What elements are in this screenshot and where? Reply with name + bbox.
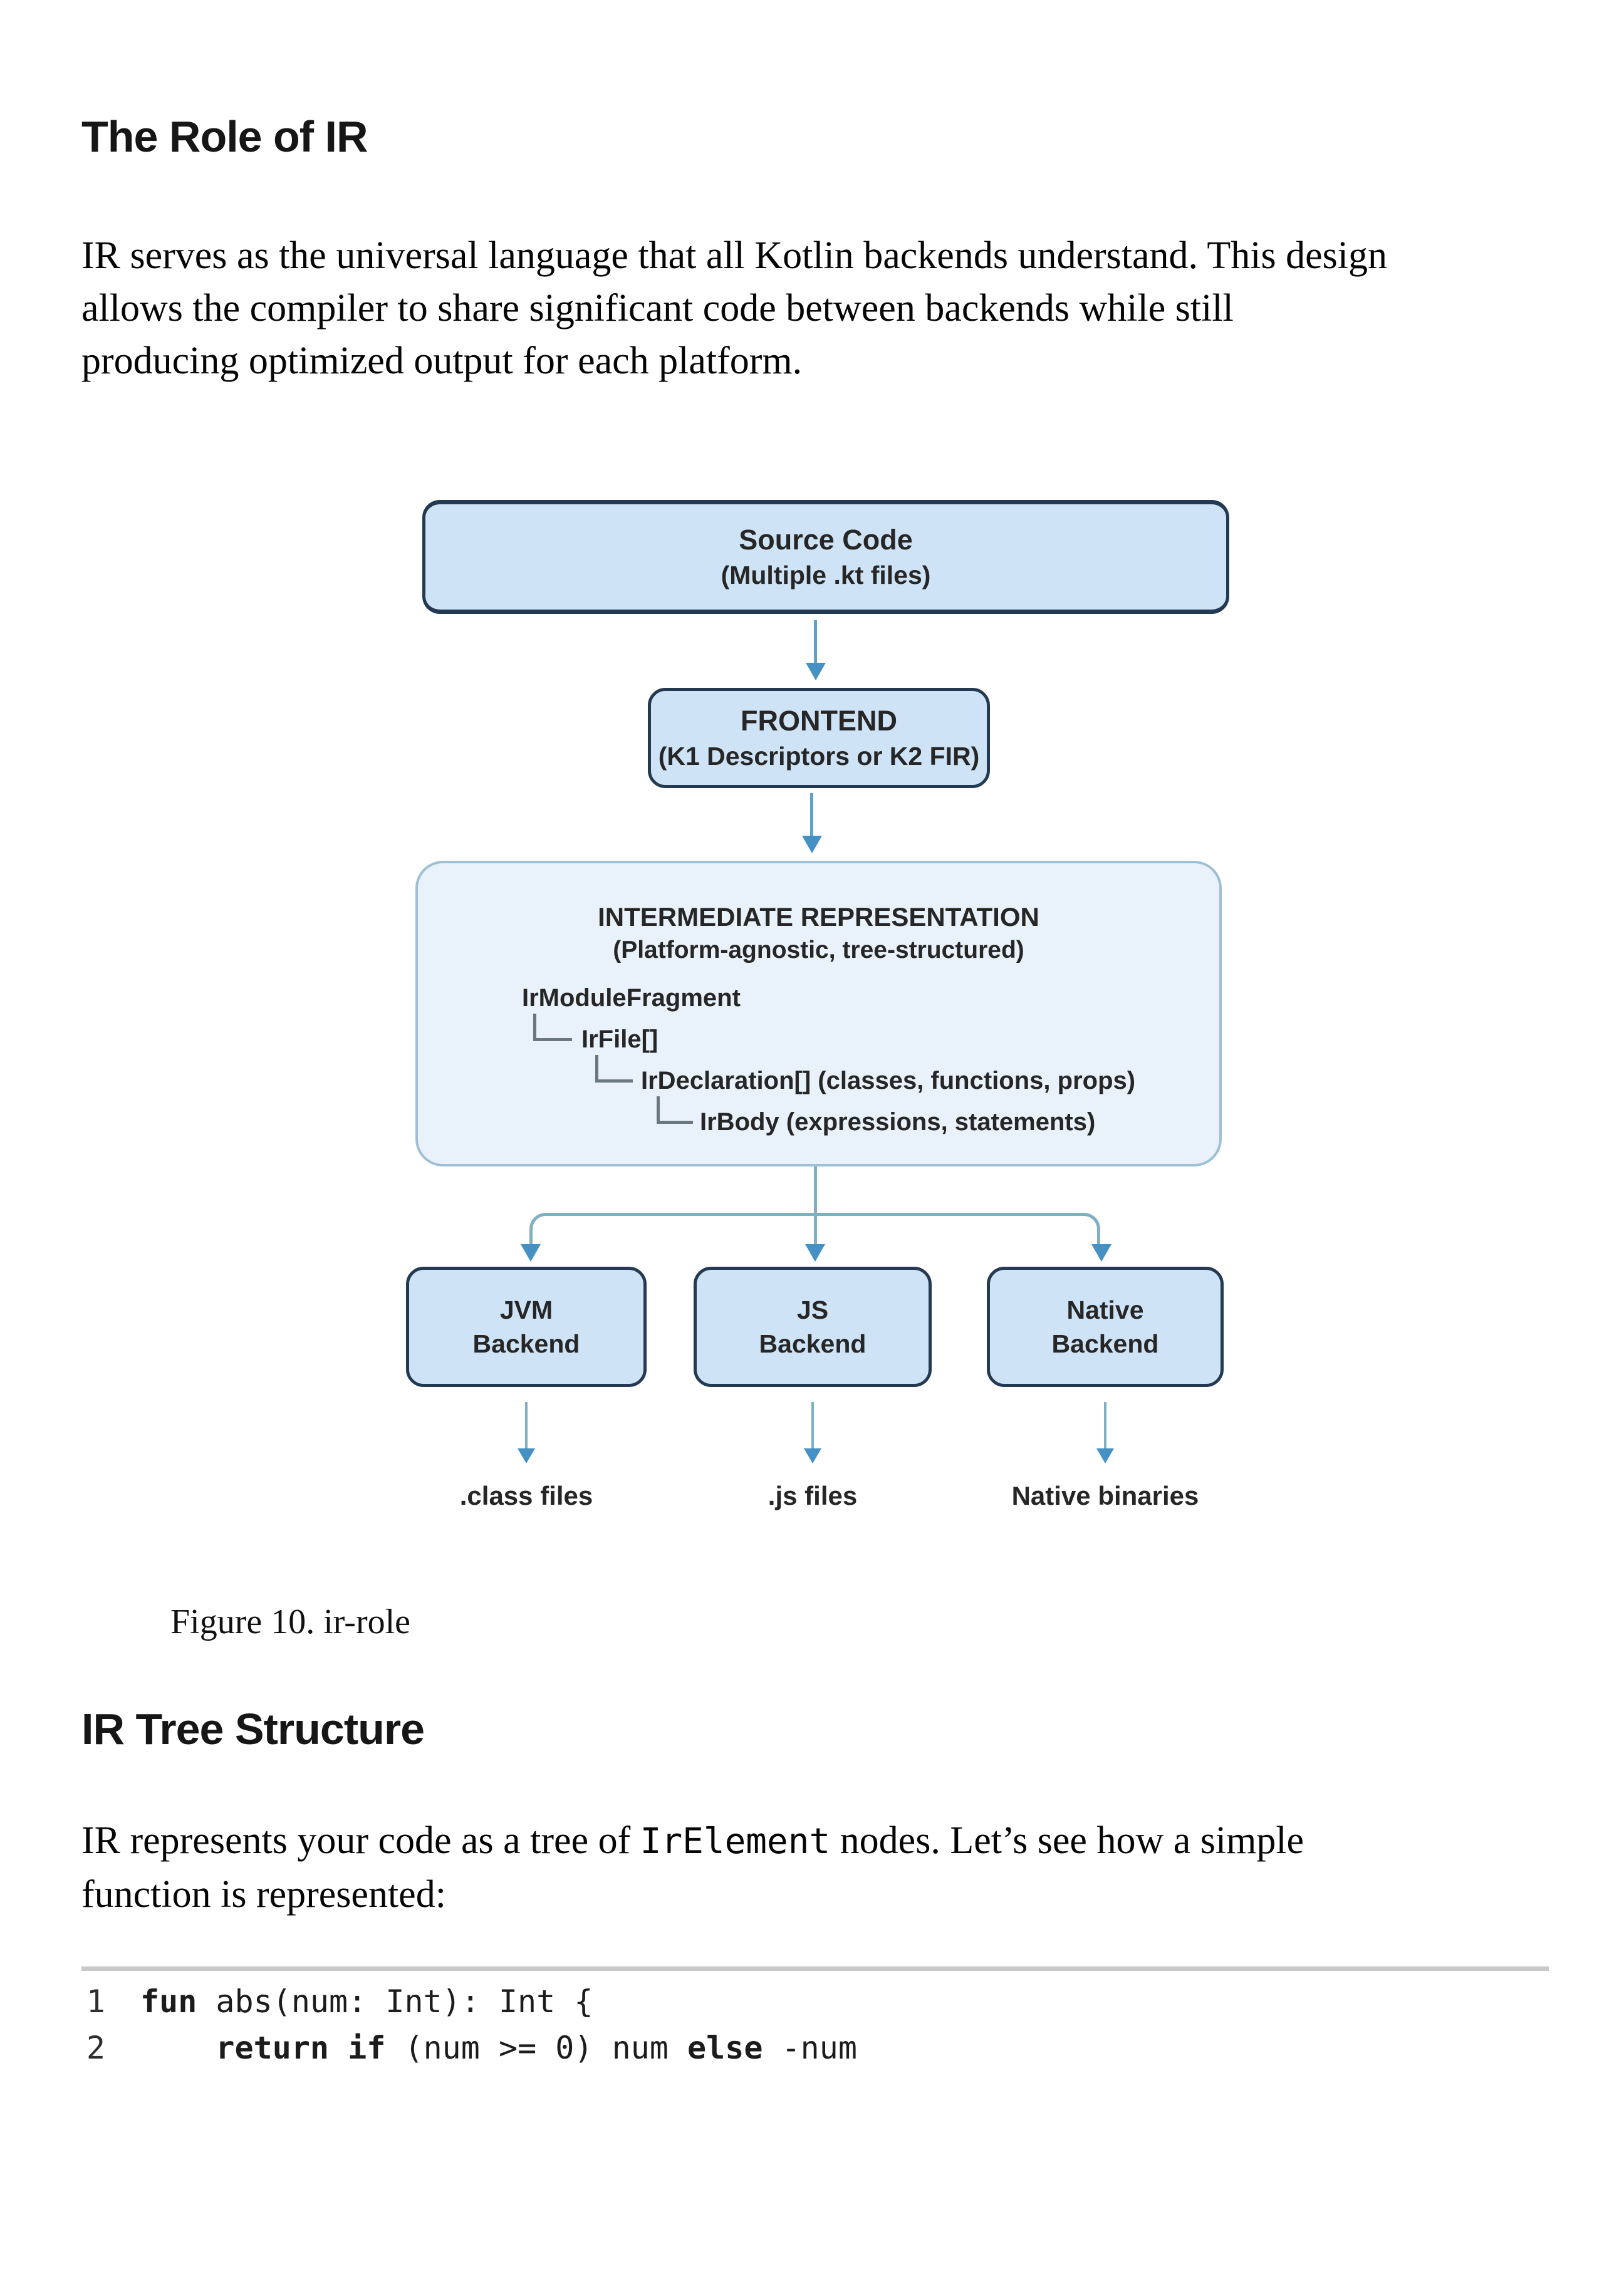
arrow-down-icon [518,1448,535,1463]
source-code-box-title: Source Code [739,524,913,556]
native-backend-box: Native Backend [987,1267,1224,1387]
output-label-js-files: .js files [768,1481,858,1510]
output-label-native-binaries: Native binaries [1011,1481,1199,1510]
figure-caption: Figure 10. ir-role [170,1603,411,1641]
native-backend-line2: Backend [1051,1329,1159,1358]
code-line: 1 fun abs(num: Int): Int { [81,1978,857,2025]
output-label-class-files: .class files [459,1481,593,1510]
frontend-box-title: FRONTEND [741,705,897,737]
line-number: 2 [86,2030,105,2066]
js-backend-box: JS Backend [694,1267,932,1387]
tree-connector-line [657,1096,693,1124]
ir-tree-node-module-fragment: IrModuleFragment [522,984,741,1012]
arrow-down-icon [1096,1448,1114,1463]
ir-flow-diagram: Source Code (Multiple .kt files) FRONTEN… [406,500,1229,1510]
js-backend-line1: JS [796,1296,829,1324]
arrow-down-icon [1091,1244,1111,1262]
ir-box-title: INTERMEDIATE REPRESENTATION [598,902,1039,932]
inline-code-irelement: IrElement [640,1821,831,1862]
arrow-down-icon [805,1244,825,1262]
ir-tree-node-declaration: IrDeclaration[] (classes, functions, pro… [641,1067,1136,1094]
code-line: 2 return if (num >= 0) num else -num [81,2025,857,2071]
arrow-jvm-to-output [525,1402,528,1450]
frontend-box-subtitle: (K1 Descriptors or K2 FIR) [658,742,980,771]
line-number: 1 [86,1983,105,2020]
intro-paragraph-line2: allows the compiler to share significant… [81,287,1234,330]
ir-tree-paragraph-pre: IR represents your code as a tree of [81,1819,640,1862]
ir-tree-paragraph-post2: function is represented: [81,1873,446,1916]
arrow-native-to-output [1104,1402,1106,1450]
js-backend-line2: Backend [759,1329,867,1358]
ir-tree-node-body: IrBody (expressions, statements) [700,1108,1096,1136]
arrow-frontend-to-ir [810,793,813,838]
ir-box-subtitle: (Platform-agnostic, tree-structured) [613,937,1024,964]
arrow-down-icon [806,663,826,680]
frontend-box: FRONTEND (K1 Descriptors or K2 FIR) [648,688,990,788]
arrow-down-icon [521,1244,541,1262]
code-text: fun abs(num: Int): Int { [140,1983,593,2020]
tree-connector-line [595,1055,633,1083]
jvm-backend-box: JVM Backend [406,1267,647,1387]
tree-connector-line [533,1014,572,1041]
intro-paragraph-line3: producing optimized output for each plat… [81,340,803,382]
ir-tree-paragraph-post1: nodes. Let’s see how a simple [830,1819,1304,1862]
code-block-divider [81,1966,1549,1971]
code-block: 1 fun abs(num: Int): Int { 2 return if (n… [81,1978,857,2071]
native-backend-line1: Native [1066,1296,1144,1324]
jvm-backend-line1: JVM [499,1296,553,1324]
source-code-box-subtitle: (Multiple .kt files) [721,561,931,590]
source-code-box: Source Code (Multiple .kt files) [422,500,1229,614]
arrow-down-icon [804,1448,821,1463]
connector-branch-center [814,1214,817,1245]
page-title: The Role of IR [81,112,368,161]
section-title-ir-tree-structure: IR Tree Structure [81,1705,425,1753]
arrow-js-to-output [811,1402,814,1450]
intro-paragraph: IR serves as the universal language that… [81,229,1585,387]
code-text: return if (num >= 0) num else -num [216,2030,857,2066]
jvm-backend-line2: Backend [472,1329,580,1358]
ir-tree-node-file: IrFile[] [581,1026,658,1053]
arrow-source-to-frontend [814,620,817,665]
ir-tree-paragraph: IR represents your code as a tree of IrE… [81,1814,1585,1921]
arrow-down-icon [802,836,822,853]
intermediate-representation-box [415,861,1222,1166]
intro-paragraph-line1: IR serves as the universal language that… [81,234,1387,277]
connector-ir-to-branch [814,1166,817,1214]
